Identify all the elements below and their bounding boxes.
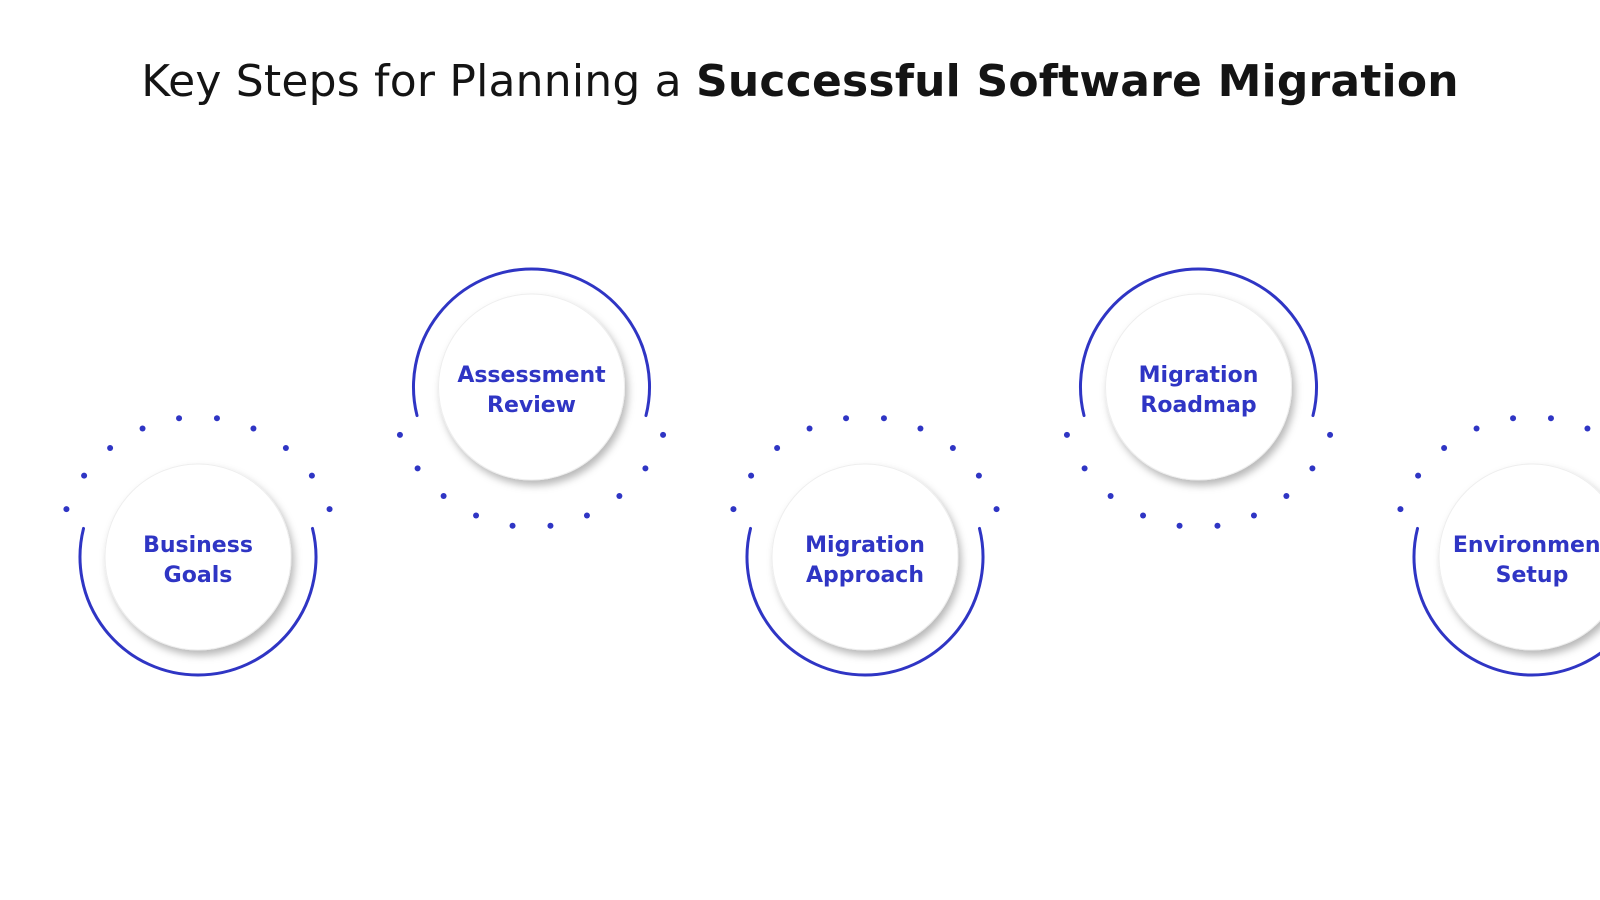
- connector-dots: [63, 415, 1591, 529]
- step-label-line2: Setup: [1496, 563, 1569, 588]
- page-title: Key Steps for Planning a Successful Soft…: [0, 52, 1600, 112]
- connector-dot: [1473, 425, 1480, 432]
- step-rings: [78, 267, 1600, 677]
- connector-dot: [1107, 492, 1114, 499]
- connector-dot: [1140, 512, 1147, 519]
- connector-dot: [282, 445, 289, 452]
- connector-dot: [414, 465, 421, 472]
- connector-dot: [213, 415, 220, 422]
- connector-dot: [326, 506, 333, 513]
- title-prefix: Key Steps for Planning a: [141, 56, 682, 107]
- connector-dot: [1309, 465, 1316, 472]
- connector-dot: [250, 425, 257, 432]
- step-label-line1: Environment: [1453, 533, 1600, 558]
- connector-dot: [1584, 425, 1591, 432]
- connector-dot: [473, 512, 480, 519]
- connector-dot: [774, 445, 781, 452]
- step-circle-2: [438, 293, 625, 481]
- connector-dot: [993, 506, 1000, 513]
- connector-dot: [616, 492, 623, 499]
- connector-dot: [1327, 431, 1334, 438]
- connector-dot: [308, 472, 315, 479]
- step-circle-1: [104, 463, 292, 651]
- step-label-line2: Review: [487, 393, 576, 418]
- connector-dot: [949, 445, 956, 452]
- step-circle-3: [771, 463, 959, 651]
- step-label-line2: Approach: [806, 563, 924, 588]
- step-ring-2: [412, 267, 651, 418]
- connector-dot: [63, 506, 70, 513]
- connector-dot: [880, 415, 887, 422]
- connector-dot: [917, 425, 924, 432]
- title-emphasis: Successful Software Migration: [696, 56, 1459, 107]
- connector-dot: [843, 415, 850, 422]
- connector-dot: [806, 425, 813, 432]
- connector-dot: [440, 492, 447, 499]
- connector-dot: [642, 465, 649, 472]
- step-ring-4: [1079, 267, 1318, 418]
- connector-dot: [547, 522, 554, 529]
- connector-dot: [176, 415, 183, 422]
- connector-dot: [748, 472, 755, 479]
- step-ring-1: [78, 526, 318, 677]
- connector-dot: [1441, 445, 1448, 452]
- step-label-line1: Business: [143, 533, 253, 558]
- connector-dot: [1250, 512, 1257, 519]
- step-ring-3: [745, 526, 985, 677]
- step-circles: BusinessGoalsAssessmentReviewMigrationAp…: [104, 293, 1600, 651]
- connector-dot: [1214, 522, 1221, 529]
- step-label-line1: Migration: [1139, 363, 1259, 388]
- connector-dot: [1510, 415, 1517, 422]
- connector-dot: [396, 431, 403, 438]
- step-circle-5: [1438, 463, 1600, 651]
- connector-dot: [1397, 506, 1404, 513]
- connector-dot: [1283, 492, 1290, 499]
- step-ring-5: [1412, 526, 1600, 677]
- connector-dot: [730, 506, 737, 513]
- step-label-line1: Assessment: [457, 363, 606, 388]
- connector-dot: [1547, 415, 1554, 422]
- step-label-line2: Goals: [164, 563, 233, 588]
- connector-dot: [1415, 472, 1422, 479]
- step-label-line2: Roadmap: [1140, 393, 1256, 418]
- connector-dot: [139, 425, 146, 432]
- connector-dot: [81, 472, 88, 479]
- connector-dot: [583, 512, 590, 519]
- step-label-line1: Migration: [805, 533, 925, 558]
- connector-dot: [975, 472, 982, 479]
- connector-dot: [107, 445, 114, 452]
- connector-dot: [509, 522, 516, 529]
- connector-dot: [1176, 522, 1183, 529]
- step-circle-4: [1105, 293, 1292, 481]
- connector-dot: [660, 431, 667, 438]
- connector-dot: [1063, 431, 1070, 438]
- connector-dot: [1081, 465, 1088, 472]
